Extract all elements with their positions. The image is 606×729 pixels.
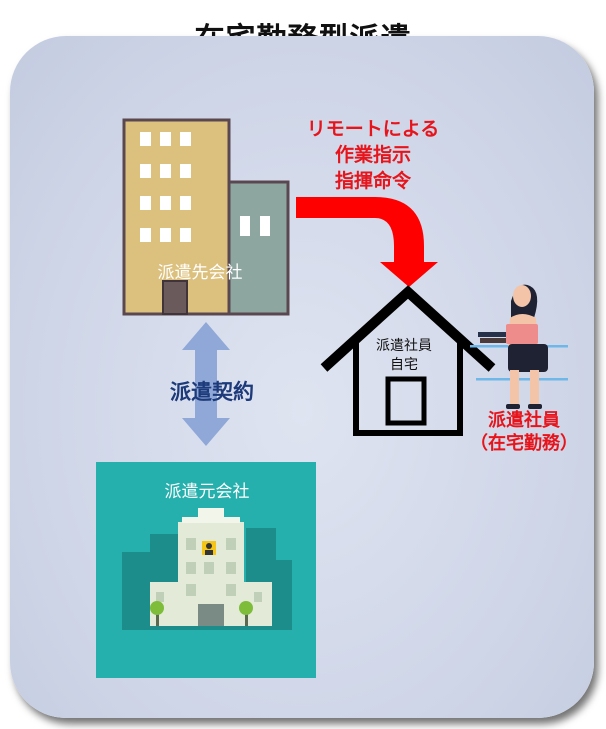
contract-label: 派遣契約 [170, 380, 254, 404]
instruction-line-3: 指揮命令 [334, 170, 411, 192]
home-label-line-1: 派遣社員 [376, 338, 432, 354]
client-company-label: 派遣先会社 [157, 263, 243, 283]
employee-label-line-2: （在宅勤務） [470, 433, 578, 454]
agency-building-icon [96, 462, 316, 678]
employee-label-line-1: 派遣社員 [488, 410, 560, 431]
office-building-icon [122, 118, 290, 316]
person-laptop-icon [470, 284, 568, 409]
home-label-line-2: 自宅 [390, 357, 418, 373]
instruction-line-1: リモートによる [306, 118, 440, 140]
instruction-line-2: 作業指示 [334, 144, 411, 166]
house-icon [320, 285, 496, 436]
agency-company-label: 派遣元会社 [164, 482, 250, 502]
red-arrow-icon [296, 197, 438, 287]
double-arrow-icon [182, 322, 230, 446]
